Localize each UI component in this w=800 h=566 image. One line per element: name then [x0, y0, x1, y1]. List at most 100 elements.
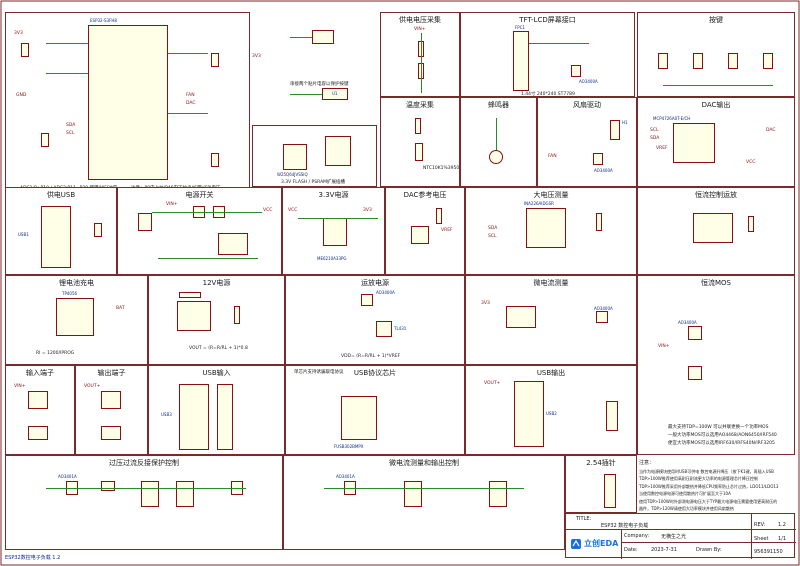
panel-temperature: 温度采集 NTC10K1%3950: [380, 97, 460, 187]
big-voltage-sda: SDA: [488, 226, 498, 231]
opamp-power-note: VDD= (R=R/RL + 1)*VREF: [341, 354, 401, 359]
ldo-label: ME6210A33PG: [317, 256, 347, 261]
buttons-wire: [663, 85, 773, 86]
mcu-wire-3: [168, 53, 208, 54]
cc-mos-note-2: 一般大功率MOS可以选用AO4468/AON6450/IRF540: [668, 433, 777, 438]
button-k4: [763, 53, 773, 69]
fusb-chip: [341, 396, 377, 440]
usb-pd-title: USB协议芯片: [353, 369, 397, 377]
tb-sheet-label: Sheet: [754, 536, 769, 542]
boost-res: [234, 306, 240, 324]
notes-block: 注意： 当作为电源模块使用时USB可供电 数控电源升降压（按下K1键，再插入US…: [639, 460, 795, 513]
button-k3: [728, 53, 738, 69]
title-block: TITLE: ESP32 数控电子负载 REV: 1.2 Company: 无横…: [565, 513, 796, 559]
micro-output-title: 微电流测量和输出控制: [389, 459, 459, 467]
li-charge-title: 锂电池充电: [59, 279, 94, 287]
panel-usb-input: USB输入 USB3: [148, 365, 285, 455]
dac-output-title: DAC输出: [701, 101, 731, 109]
fusb-label: FUSB302BMPX: [334, 444, 364, 449]
tp4056-chip: [56, 298, 94, 336]
micro-output-mos-label: AO3401A: [336, 474, 355, 479]
notes-line-2: TDP>100W推荐使用高耐压耐流更大功率的电源管理芯片降压控制: [639, 476, 758, 481]
dac-vcc: VCC: [746, 160, 756, 165]
vs-vin: VIN+: [414, 27, 426, 32]
mcu-fan: FAN: [186, 93, 195, 98]
ina226-label: INA226AIDGSR: [524, 201, 554, 206]
v12-note: VOUT = (R=R/RL + 1)*0.8: [189, 346, 248, 351]
usb-pd-note: 单芯片支持诱骗取电协议: [294, 370, 344, 375]
fan-label: FAN: [548, 154, 557, 159]
protection-mos-2: [141, 481, 159, 507]
usb-input-connector: [179, 384, 209, 450]
switch-vin: VIN+: [166, 202, 178, 207]
panel-li-charge: 锂电池充电 TP4056 BAT RI = 1200/IPROG: [5, 275, 148, 365]
easyeda-logo-icon: [571, 539, 581, 549]
dac-ref-title: DAC参考电压: [403, 191, 447, 199]
fan-mosfet: [593, 153, 603, 165]
ntc-sensor: [415, 143, 423, 161]
tp4056-label: TP4056: [62, 291, 78, 296]
input-term-title: 输入端子: [26, 369, 54, 377]
panel-dac-output: DAC输出 MCP4726A0T-E/CH SCL SDA VREF DAC V…: [637, 97, 795, 187]
charge-note: RI = 1200/IPROG: [36, 351, 75, 356]
opamp-chip: [693, 213, 733, 243]
mcu-v33: 3V3: [14, 31, 23, 36]
tb-divider-v1: [621, 529, 622, 559]
usb-input-title: USB输入: [202, 369, 231, 377]
cap-c21: [211, 53, 219, 67]
protection-mos-3: [176, 481, 194, 507]
tb-divider-h2: [621, 542, 796, 543]
ic-u1: [322, 88, 348, 100]
tb-date-label: Date:: [624, 547, 638, 553]
vs-wire: [421, 33, 422, 93]
tb-drawn-label: Drawn By:: [696, 547, 722, 553]
input-terminal-2: [28, 426, 48, 440]
mcu-dac: DAC: [186, 101, 196, 106]
usb-output-vout: VOUT+: [484, 381, 501, 386]
panel-fan: 风扇驱动 H1 FAN AO3400A: [537, 97, 637, 187]
switch-vcc: VCC: [263, 208, 273, 213]
notes-heading: 注意：: [639, 460, 655, 466]
panel-output-term: 输出端子 VOUT+: [75, 365, 148, 455]
mcu-wire-4: [168, 113, 208, 114]
mcu-wire-2: [46, 73, 88, 74]
crystal-note: 串接两个贴片电容以保护按键: [290, 82, 349, 87]
micro-current-title: 微电流测量: [533, 279, 569, 287]
flash-chip: [283, 144, 307, 170]
switch-wire-1: [152, 212, 262, 213]
panel-usb-output: USB输出 USB2 VOUT+: [465, 365, 637, 455]
protection-wire: [46, 488, 246, 489]
notes-line-4: 当使用数控电源电源可使用散热片可扩展至大于10A: [639, 491, 731, 496]
mcu-gnd: GND: [16, 93, 27, 98]
protection-mos-label: AO3401A: [58, 474, 77, 479]
usb1-connector: [41, 206, 71, 268]
cc-mos-note-3: 便宜大功率MOS可以选用IRF630/IRFS40N/IRF3205: [668, 441, 775, 446]
cc-mos-note-1: 最大支持TDP=100W 可以并联更换一个功率MOS: [668, 425, 769, 430]
panel-protection: 过压过流反接保护控制 AO3401A: [5, 455, 283, 550]
panel-12v: 12V电源 VOUT = (R=R/RL + 1)*0.8: [148, 275, 285, 365]
usb2-label: USB2: [546, 411, 557, 416]
header-title: 2.54插针: [586, 459, 616, 467]
panel-cc-opamp: 恒流控制运放: [637, 187, 795, 275]
panel-micro-current: 微电流测量 AO3400A 3V3: [465, 275, 637, 365]
output-term-title: 输出端子: [97, 369, 126, 377]
opamp-power-tl431-label: TL431: [394, 326, 407, 331]
opamp-power-title: 运放电源: [361, 279, 389, 287]
notes-line-6: 器件，TDP>120W请使用大功率模块并使用风扇散热: [639, 506, 734, 511]
fan-mos-label: AO3400A: [594, 168, 613, 173]
ref-tl431: [411, 226, 429, 244]
usb-power-cap: [94, 223, 102, 237]
buzzer: [489, 150, 503, 164]
voltage-sample-title: 供电电压采集: [399, 16, 441, 24]
ldo-chip: [323, 218, 347, 246]
panel-voltage-sample: 供电电压采集 VIN+: [380, 12, 460, 97]
button-k2: [693, 53, 703, 69]
dac-scl: SCL: [650, 128, 659, 133]
cc-mos-title: 恒流MOS: [701, 279, 731, 287]
protection-diode: [101, 481, 115, 491]
tft-mos-label: AO3400A: [579, 79, 598, 84]
tft-mosfet: [571, 65, 581, 77]
fpc-label: FPC1: [515, 25, 526, 30]
